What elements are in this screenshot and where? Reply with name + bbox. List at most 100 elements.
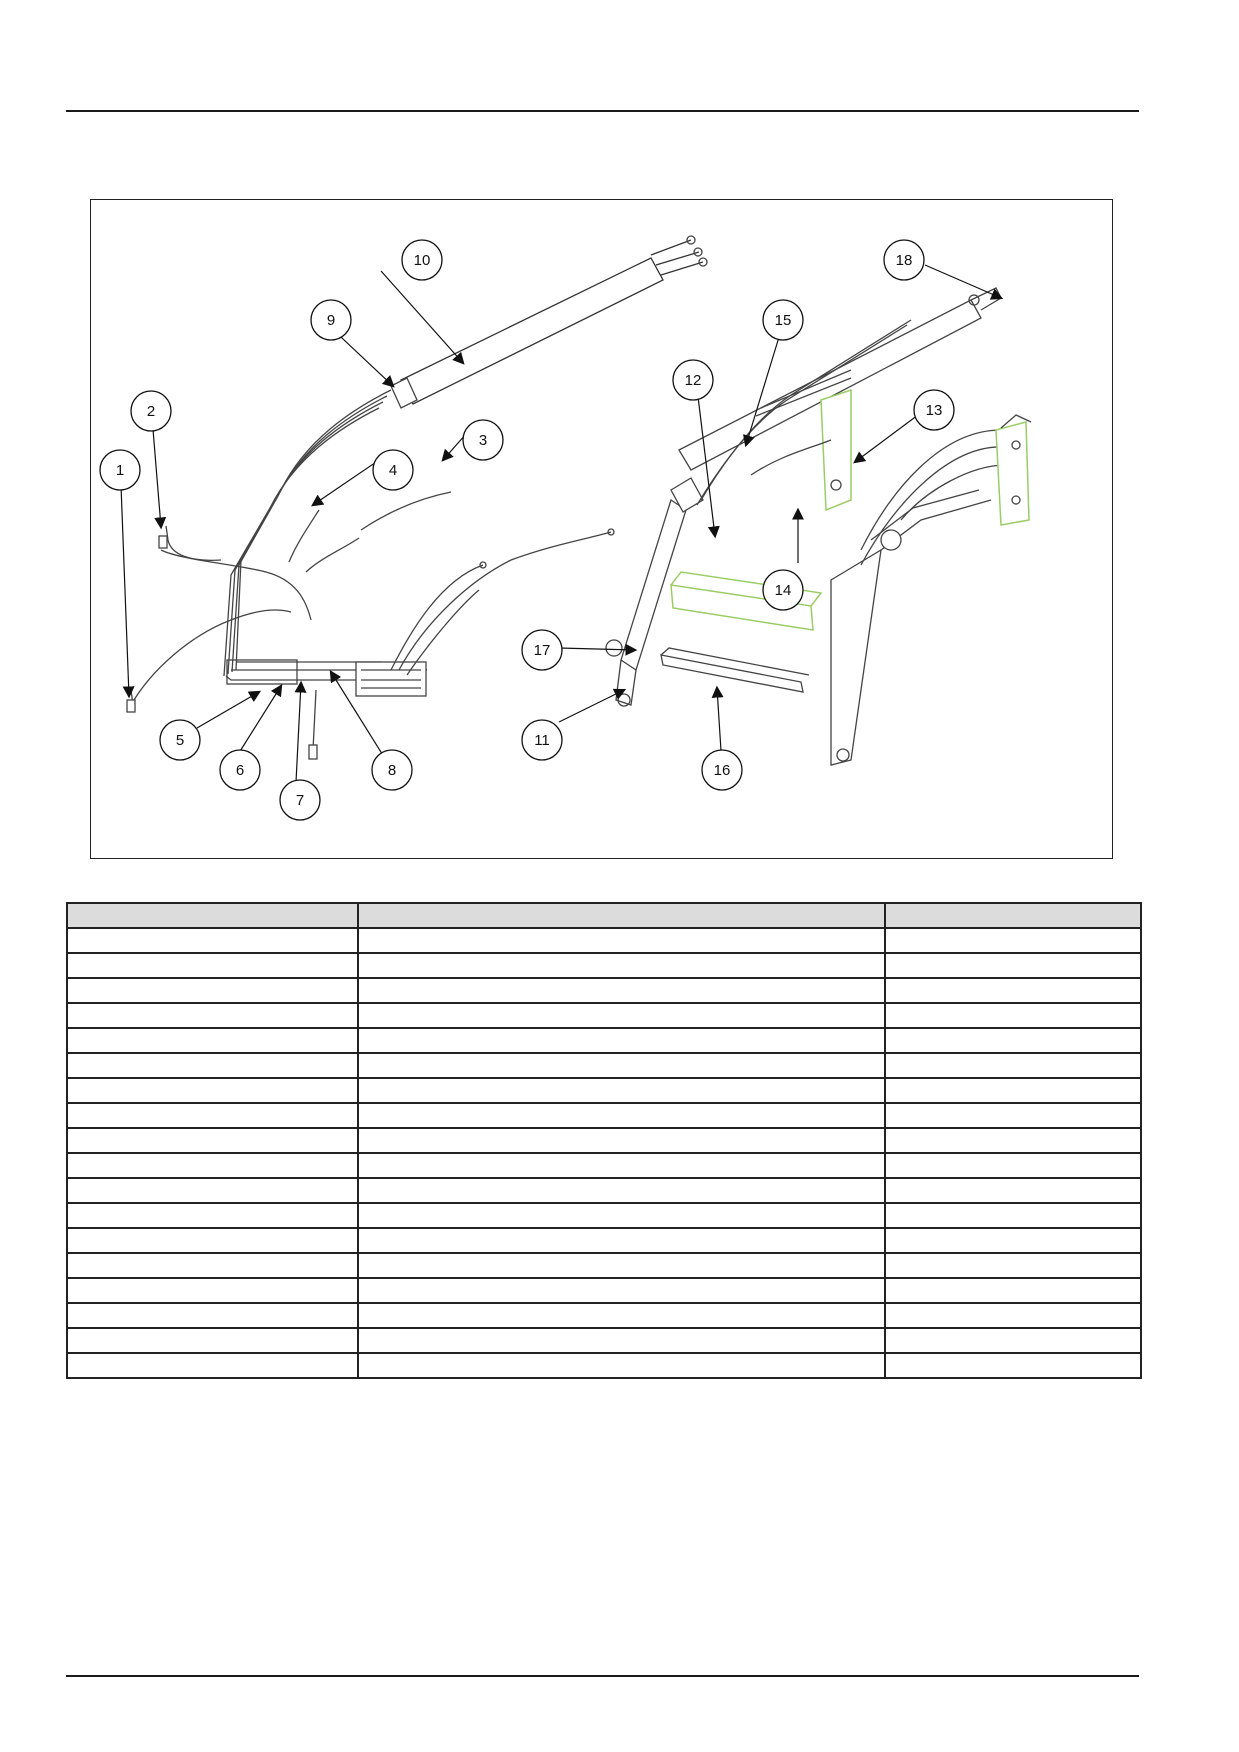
table-cell	[884, 1177, 1142, 1204]
table-row	[66, 952, 1142, 979]
callout-2: 2	[130, 390, 172, 432]
table-row	[66, 977, 1142, 1004]
callout-17: 17	[521, 629, 563, 671]
table-cell	[66, 1102, 359, 1129]
table-cell	[66, 1327, 359, 1354]
svg-text:9: 9	[327, 312, 335, 329]
table-cell	[884, 1352, 1142, 1379]
svg-text:6: 6	[236, 762, 244, 779]
table-cell	[357, 1127, 886, 1154]
callout-10: 10	[401, 239, 443, 281]
table-cell	[357, 1102, 886, 1129]
callout-9: 9	[310, 299, 352, 341]
table-row	[66, 1177, 1142, 1204]
svg-text:7: 7	[296, 792, 304, 809]
table-row	[66, 1252, 1142, 1279]
table-cell	[357, 1202, 886, 1229]
table-cell	[357, 1252, 886, 1279]
table-cell	[357, 977, 886, 1004]
callout-balloons: 1 2 3 4 5 6 7 8 9 10 11 12 13 14 15 16 1…	[99, 239, 955, 821]
callout-15: 15	[762, 299, 804, 341]
svg-text:12: 12	[685, 372, 702, 389]
table-row	[66, 1027, 1142, 1054]
table-cell	[357, 1327, 886, 1354]
table-cell	[357, 927, 886, 954]
svg-text:10: 10	[414, 252, 431, 269]
table-cell	[357, 1302, 886, 1329]
table-cell	[357, 1077, 886, 1104]
callout-13: 13	[913, 389, 955, 431]
callout-6: 6	[219, 749, 261, 791]
table-cell	[884, 1327, 1142, 1354]
table-cell	[884, 1077, 1142, 1104]
table-cell	[884, 952, 1142, 979]
table-cell	[884, 1027, 1142, 1054]
table-row	[66, 1277, 1142, 1304]
table-cell	[66, 1127, 359, 1154]
table-row	[66, 1052, 1142, 1079]
table-cell	[66, 977, 359, 1004]
callout-12: 12	[672, 359, 714, 401]
svg-text:2: 2	[147, 403, 155, 420]
table-cell	[357, 1352, 886, 1379]
table-cell	[884, 1302, 1142, 1329]
table-cell	[66, 1002, 359, 1029]
table-cell	[66, 927, 359, 954]
svg-text:16: 16	[714, 762, 731, 779]
table-cell	[884, 1152, 1142, 1179]
table-row	[66, 1077, 1142, 1104]
callout-18: 18	[883, 239, 925, 281]
table-cell	[66, 1152, 359, 1179]
table-row	[66, 1302, 1142, 1329]
table-row	[66, 1102, 1142, 1129]
table-cell	[357, 1177, 886, 1204]
table-cell	[884, 1227, 1142, 1254]
svg-text:8: 8	[388, 762, 396, 779]
table-cell	[357, 1152, 886, 1179]
svg-text:11: 11	[534, 732, 550, 749]
svg-text:4: 4	[389, 462, 397, 479]
table-row	[66, 1352, 1142, 1379]
svg-text:15: 15	[775, 312, 792, 329]
table-cell	[357, 1052, 886, 1079]
table-row	[66, 927, 1142, 954]
top-rule	[66, 110, 1139, 112]
table-cell	[357, 1002, 886, 1029]
table-header-row	[66, 902, 1142, 929]
table-row	[66, 1327, 1142, 1354]
svg-text:17: 17	[534, 642, 551, 659]
table-cell	[66, 1202, 359, 1229]
table-cell	[357, 1227, 886, 1254]
table-cell	[357, 1277, 886, 1304]
svg-text:3: 3	[479, 432, 487, 449]
parts-list-table	[66, 902, 1142, 1379]
table-cell	[66, 1302, 359, 1329]
table-cell	[884, 1277, 1142, 1304]
table-cell	[66, 1352, 359, 1379]
table-row	[66, 1152, 1142, 1179]
callout-3: 3	[462, 419, 504, 461]
table-cell	[66, 952, 359, 979]
svg-text:5: 5	[176, 732, 184, 749]
table-cell	[884, 1127, 1142, 1154]
table-cell	[66, 1027, 359, 1054]
table-row	[66, 1127, 1142, 1154]
table-cell	[884, 1252, 1142, 1279]
callout-4: 4	[372, 449, 414, 491]
table-cell	[884, 1102, 1142, 1129]
svg-text:13: 13	[926, 402, 943, 419]
table-row	[66, 1202, 1142, 1229]
header-cell	[357, 902, 886, 929]
callout-16: 16	[701, 749, 743, 791]
table-cell	[66, 1052, 359, 1079]
table-cell	[66, 1077, 359, 1104]
callout-7: 7	[279, 779, 321, 821]
table-row	[66, 1227, 1142, 1254]
svg-text:14: 14	[775, 582, 792, 599]
table-cell	[884, 977, 1142, 1004]
svg-text:1: 1	[116, 462, 124, 479]
table-cell	[884, 927, 1142, 954]
table-cell	[884, 1202, 1142, 1229]
table-cell	[66, 1227, 359, 1254]
callout-8: 8	[371, 749, 413, 791]
